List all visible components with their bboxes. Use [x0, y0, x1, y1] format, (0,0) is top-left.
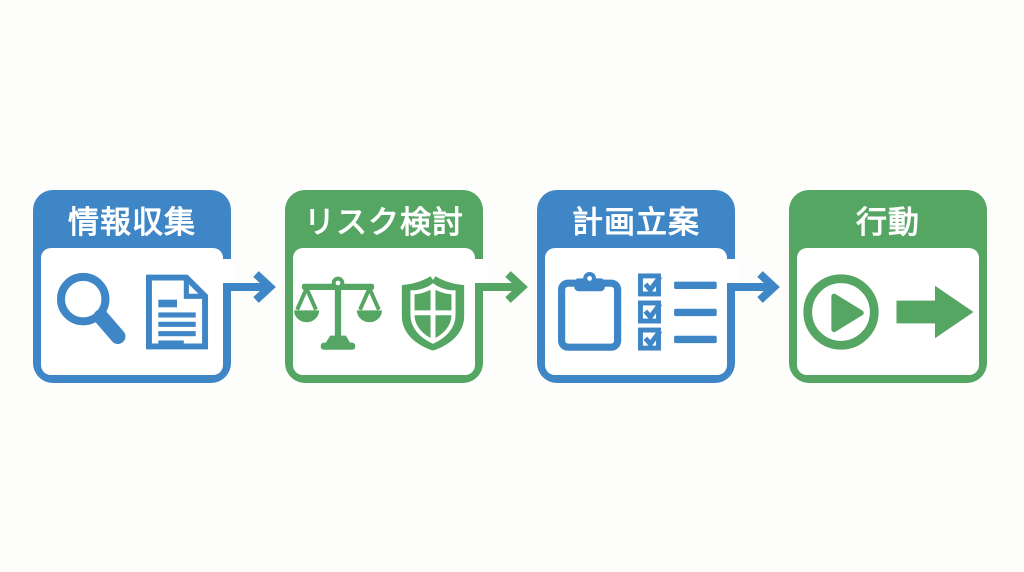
- step-header: 情報収集: [33, 190, 231, 248]
- forward-arrow-icon: [893, 270, 977, 354]
- flow-arrow-3: [727, 259, 780, 303]
- step-card-planning: 計画立案: [537, 190, 735, 383]
- step-card-information-gathering: 情報収集: [33, 190, 231, 383]
- step-title: リスク検討: [304, 204, 464, 241]
- step-header: リスク検討: [285, 190, 483, 248]
- step-card-risk-review: リスク検討: [285, 190, 483, 383]
- step-card-action: 行動: [789, 190, 987, 383]
- play-circle-icon: [799, 270, 883, 354]
- step-body: [293, 248, 475, 375]
- step-header: 計画立案: [537, 190, 735, 248]
- clipboard-icon: [552, 266, 628, 358]
- step-body: [545, 248, 727, 375]
- checklist-icon: [638, 266, 720, 358]
- step-title: 計画立案: [572, 204, 700, 241]
- document-icon: [143, 267, 211, 357]
- step-title: 情報収集: [68, 204, 196, 241]
- step-title: 行動: [856, 204, 920, 241]
- step-body: [797, 248, 979, 375]
- step-body: [41, 248, 223, 375]
- magnifier-icon: [53, 267, 133, 357]
- step-header: 行動: [789, 190, 987, 248]
- flow-arrow-1: [223, 259, 276, 303]
- shield-icon: [392, 268, 474, 356]
- scale-icon: [294, 270, 382, 354]
- flow-arrow-2: [475, 259, 528, 303]
